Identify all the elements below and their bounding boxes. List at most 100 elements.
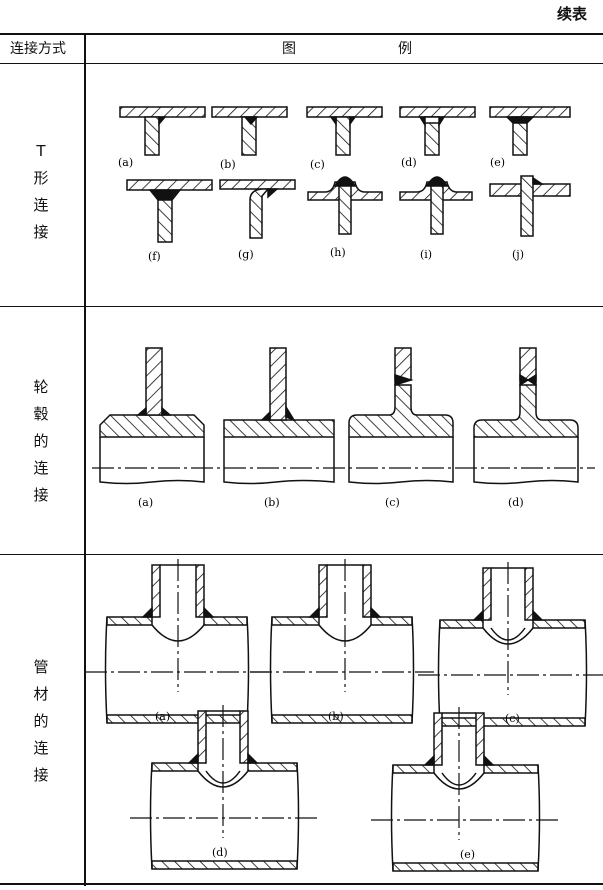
- weld-icon: [519, 373, 537, 387]
- caption-pipe-d: (d): [212, 846, 228, 859]
- caption-t-d: (d): [401, 156, 417, 169]
- caption-hub-a: (a): [138, 496, 153, 509]
- label-char: 接: [33, 766, 49, 784]
- row-divider-2: [0, 554, 603, 555]
- pipe-break-right: [537, 764, 541, 872]
- main-pipe-wall-top: [483, 764, 539, 774]
- t-joint-e: [489, 106, 571, 156]
- hub-joint-figures: [92, 347, 595, 485]
- weld-icon: [203, 606, 215, 618]
- hub-bore: [99, 437, 205, 485]
- flange-plate: [119, 106, 206, 118]
- weld-icon: [148, 189, 182, 201]
- pipe-break-left: [437, 619, 441, 727]
- main-pipe-wall-top: [392, 764, 435, 774]
- caption-pipe-e: (e): [460, 848, 475, 861]
- t-joint-f: [126, 179, 213, 243]
- header-connection-type: 连接方式: [10, 41, 66, 57]
- t-joint-g: [219, 179, 296, 239]
- flange-plate: [126, 179, 213, 191]
- label-char: 连: [33, 196, 49, 214]
- pipe-joint-d: [130, 705, 319, 870]
- branch-wall-right: [239, 710, 249, 764]
- row-divider-1: [0, 306, 603, 307]
- row-label-pipe-joint: 管 材 的 连 接: [30, 654, 52, 789]
- label-char: 管: [33, 658, 49, 676]
- t-joint-j: [489, 175, 571, 237]
- hub-bore: [223, 437, 335, 485]
- row-label-t-joint: T 形 连 接: [30, 138, 52, 246]
- hub-body: [348, 384, 454, 438]
- pipe-joint-c: [418, 562, 603, 727]
- branch-wall-left: [197, 710, 207, 764]
- label-char: 材: [33, 685, 49, 703]
- web-plate: [338, 181, 352, 235]
- hub-body: [473, 384, 579, 438]
- caption-t-g: (g): [238, 248, 254, 261]
- branch-wall-right: [195, 564, 205, 618]
- t-joint-figures: [119, 106, 571, 243]
- weld-icon: [267, 188, 279, 199]
- pipe-break-right: [584, 619, 588, 727]
- label-char: 的: [33, 712, 49, 730]
- main-pipe-wall-top: [203, 616, 248, 626]
- caption-t-h: (h): [330, 246, 346, 259]
- caption-t-f: (f): [148, 250, 161, 263]
- weld-icon: [247, 752, 259, 764]
- caption-t-j: (j): [512, 248, 524, 261]
- label-char: 毂: [33, 405, 49, 423]
- main-pipe-wall-top: [370, 616, 413, 626]
- weld-icon: [260, 410, 271, 421]
- t-joint-h: [307, 176, 383, 235]
- pipe-joint-e: [371, 707, 560, 872]
- web-plate: [520, 175, 534, 237]
- table-bottom-rule: [0, 883, 603, 885]
- weld-bead-icon: [425, 176, 449, 187]
- main-pipe-wall-bottom: [151, 860, 298, 870]
- weld-icon: [243, 116, 259, 126]
- caption-t-b: (b): [220, 158, 236, 171]
- t-joint-i: [399, 176, 473, 235]
- table-top-rule: [0, 33, 603, 35]
- hub-bore: [348, 437, 454, 485]
- label-char: T: [36, 142, 46, 160]
- weld-icon: [505, 116, 535, 124]
- hub-joint-a: [99, 347, 205, 485]
- web-plate: [144, 116, 160, 156]
- spoke-plate: [269, 347, 287, 421]
- hub-bore: [473, 437, 579, 485]
- flange-plate: [399, 106, 476, 118]
- pipe-joint-a: [85, 559, 269, 724]
- weld-icon: [532, 176, 545, 185]
- main-pipe-wall-top: [271, 616, 320, 626]
- header-rule: [0, 63, 603, 64]
- t-joint-b: [211, 106, 288, 156]
- hub-joint-c: [348, 347, 454, 485]
- main-pipe-wall-top: [151, 762, 199, 772]
- t-joint-a: [119, 106, 206, 156]
- header-illustration-2: 例: [398, 41, 412, 57]
- weld-icon: [370, 606, 382, 618]
- caption-hub-b: (b): [264, 496, 280, 509]
- t-joint-c: [306, 106, 383, 156]
- caption-t-e: (e): [490, 156, 505, 169]
- weld-icon: [423, 754, 435, 766]
- weld-icon: [472, 609, 484, 621]
- hub-joint-d: [473, 347, 579, 485]
- caption-hub-d: (d): [508, 496, 524, 509]
- pipe-break-left: [390, 764, 394, 872]
- flange-plate: [219, 179, 296, 190]
- bent-web-plate: [249, 188, 270, 239]
- label-char: 的: [33, 432, 49, 450]
- branch-wall-left: [318, 564, 328, 618]
- weld-icon: [161, 406, 172, 416]
- weld-icon: [349, 116, 357, 127]
- label-char: 连: [33, 739, 49, 757]
- pipe-break-right: [246, 616, 250, 724]
- branch-wall-left: [482, 567, 492, 621]
- flange-plate: [489, 106, 571, 118]
- flange-plate: [306, 106, 383, 118]
- branch-wall-right: [475, 712, 485, 766]
- weld-icon: [394, 373, 414, 387]
